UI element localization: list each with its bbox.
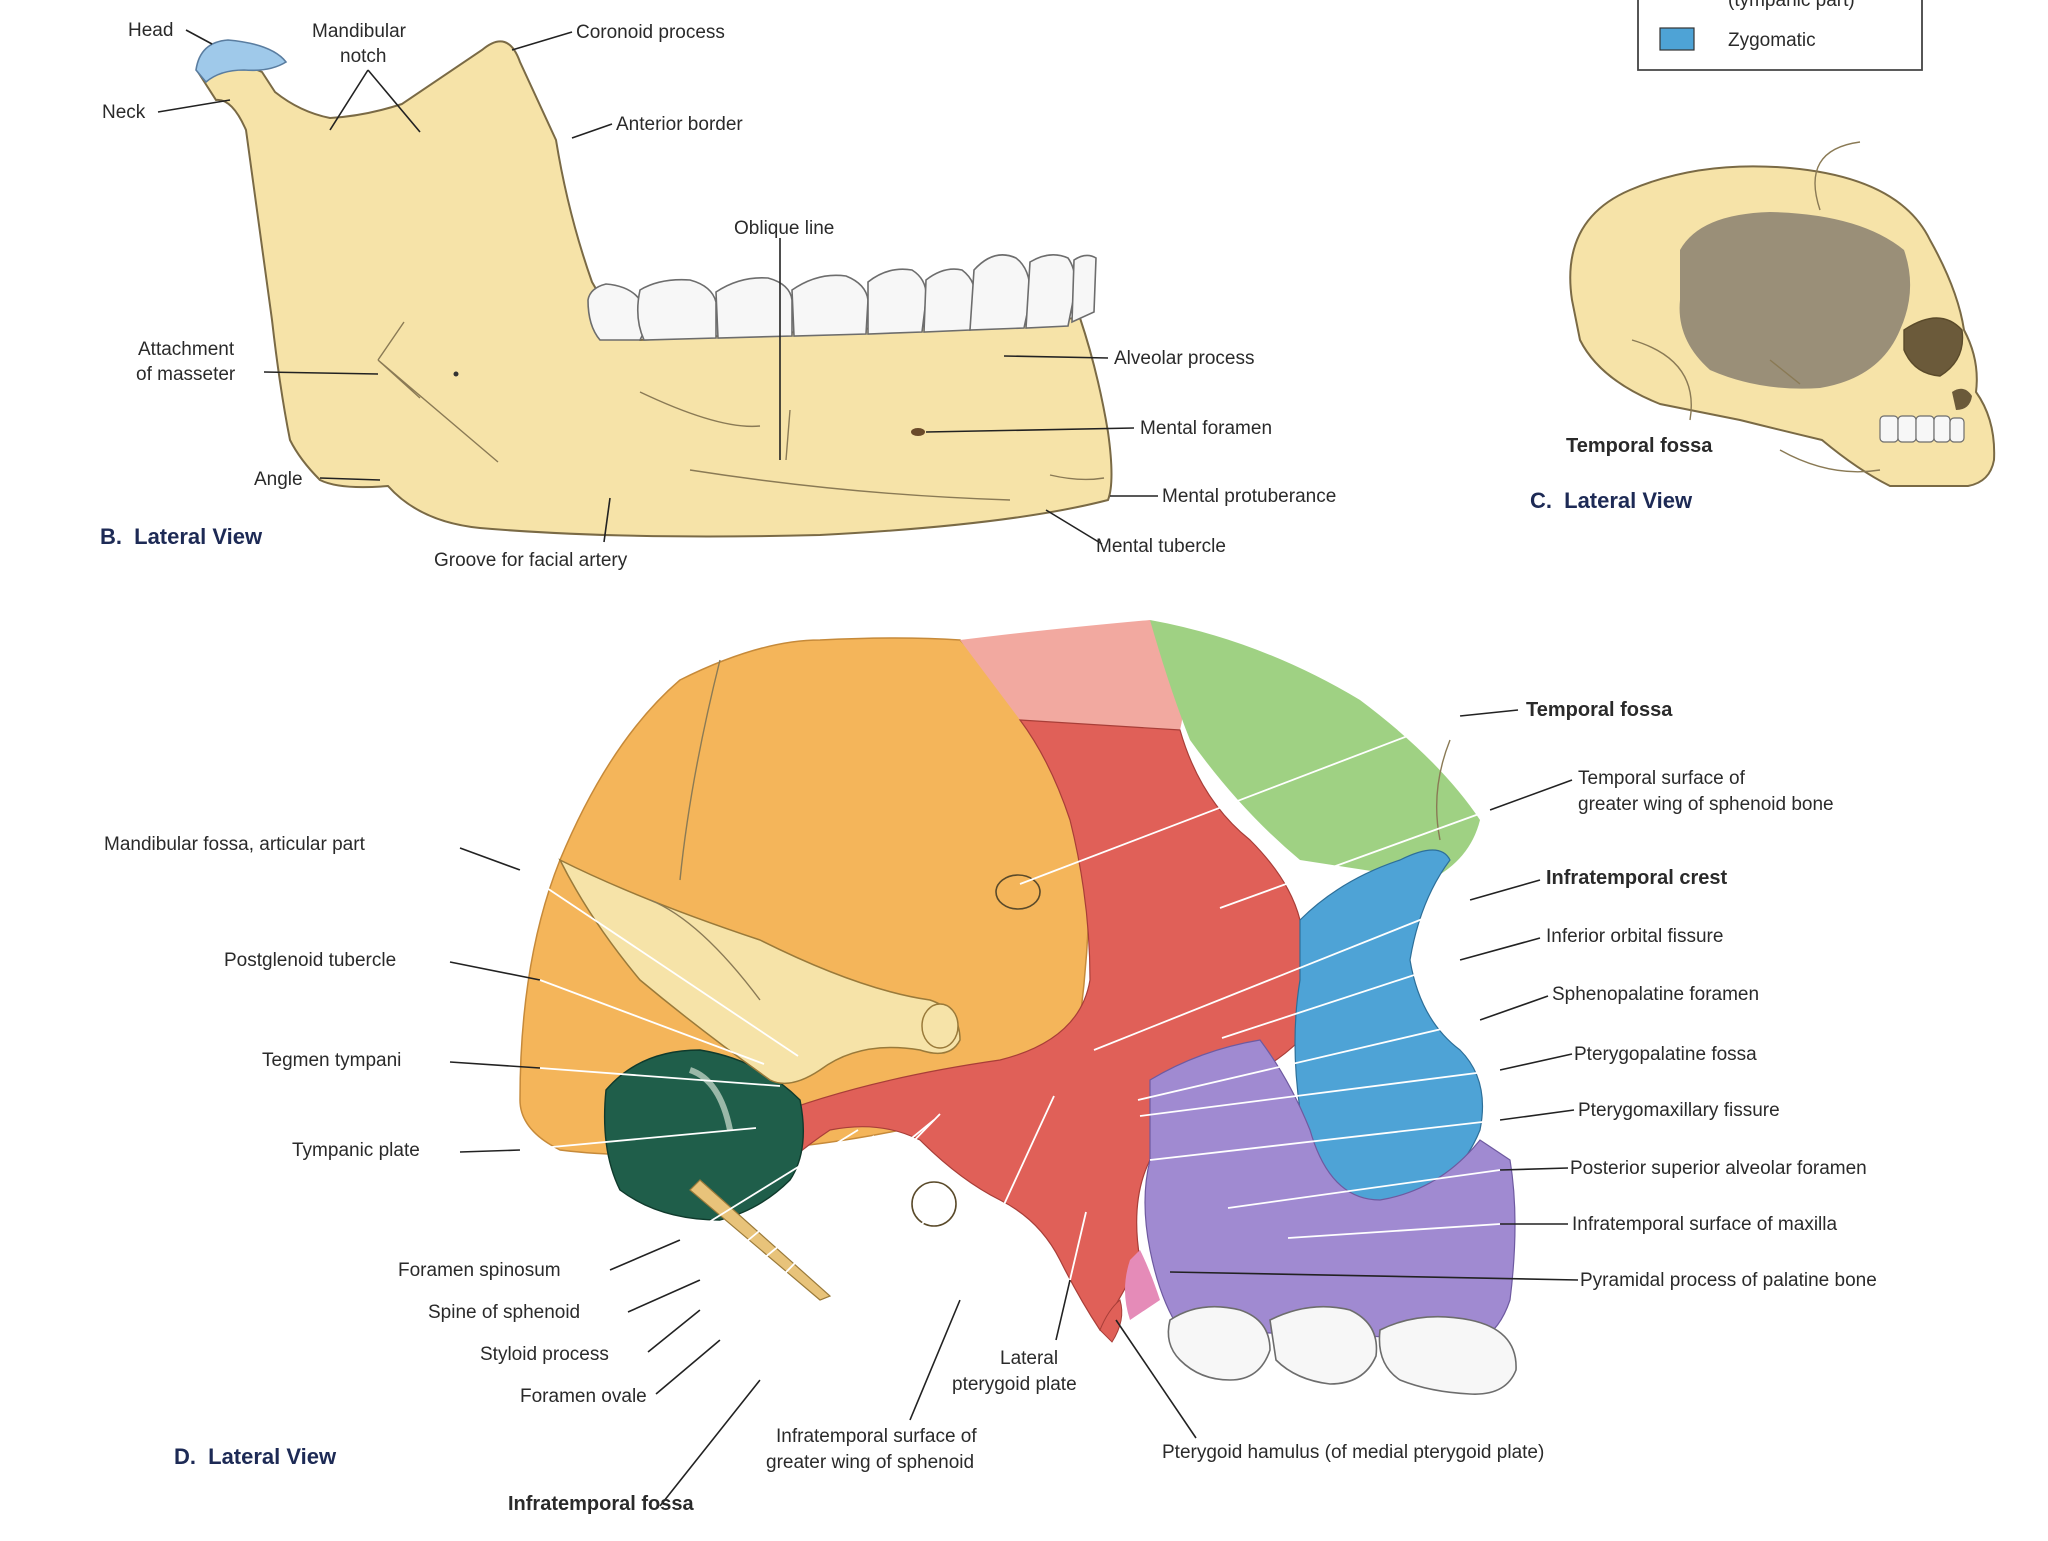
label-pterygomaxillary-fissure: Pterygomaxillary fissure [1578,1100,1780,1121]
temporal-fossa-marker [995,874,1041,910]
label-mental-protuberance: Mental protuberance [1162,486,1336,507]
lower-teeth [587,254,1097,341]
legend-partial-item: (tympanic part) [1728,0,1855,11]
label-lateral-pterygoid-2: pterygoid plate [952,1374,1077,1395]
label-oblique-line: Oblique line [734,218,834,239]
label-posterior-superior-alveolar: Posterior superior alveolar foramen [1570,1158,1867,1179]
label-temporal-surface-2: greater wing of sphenoid bone [1578,794,1834,815]
legend-box: (tympanic part) Zygomatic [1637,0,1923,71]
panel-c-letter: C. [1530,488,1552,513]
mandible-bone [196,40,1113,538]
label-mental-foramen: Mental foramen [1140,418,1272,439]
label-temporal-fossa: Temporal fossa [1526,699,1673,721]
label-infratemporal-crest: Infratemporal crest [1546,867,1728,889]
label-mental-tubercle: Mental tubercle [1096,536,1226,557]
panel-c-view-label: Lateral View [1564,488,1693,513]
label-head: Head [128,20,173,41]
panel-d-view-label: Lateral View [208,1444,337,1469]
panel-b-title: B. Lateral View [100,524,263,549]
label-pterygoid-hamulus: Pterygoid hamulus (of medial pterygoid p… [1162,1442,1544,1463]
panel-b-view-label: Lateral View [134,524,263,549]
zygomatic-arch [558,858,961,1085]
label-mandibular-fossa: Mandibular fossa, articular part [104,834,366,855]
infratemporal-fossa-marker [911,1181,957,1227]
frontal-green [1150,620,1480,880]
panel-c-skull: Temporal fossa C. Lateral View [1530,141,1996,513]
panel-c-temporal-fossa: Temporal fossa [1566,435,1713,457]
label-spine-of-sphenoid: Spine of sphenoid [428,1302,580,1323]
label-infratemporal-surface-gw-1: Infratemporal surface of [776,1426,977,1447]
condyle-head [195,39,288,84]
temporal-fossa-area [1679,212,1911,389]
legend-zygomatic-label: Zygomatic [1728,30,1816,51]
label-foramen-spinosum: Foramen spinosum [398,1260,561,1281]
label-neck: Neck [102,102,146,123]
label-infratemporal-fossa: Infratemporal fossa [508,1493,694,1515]
frontal-upper [960,620,1184,730]
label-lateral-pterygoid-1: Lateral [1000,1348,1058,1369]
upper-teeth-panel-d [1167,1305,1517,1395]
label-mandibular-notch-2: notch [340,46,386,67]
label-groove-facial-artery: Groove for facial artery [434,550,628,571]
maxilla-bone [1144,1039,1516,1341]
label-mandibular-notch-1: Mandibular [312,21,407,42]
zygomatic-swatch [1659,27,1695,51]
label-sphenopalatine-foramen: Sphenopalatine foramen [1552,984,1759,1005]
mental-foramen-mark [911,428,925,436]
label-postglenoid-tubercle: Postglenoid tubercle [224,950,396,971]
label-coronoid-process: Coronoid process [576,22,725,43]
label-infratemporal-surface-gw-2: greater wing of sphenoid [766,1452,974,1473]
label-angle: Angle [254,469,303,490]
panel-d-letter: D. [174,1444,196,1469]
panel-d-leaders [449,709,1579,1507]
label-infratemporal-surface-maxilla: Infratemporal surface of maxilla [1572,1214,1837,1235]
label-pterygopalatine-fossa: Pterygopalatine fossa [1574,1044,1757,1065]
panel-b-letter: B. [100,524,122,549]
label-inferior-orbital-fissure: Inferior orbital fissure [1546,926,1723,947]
label-styloid-process: Styloid process [480,1344,609,1365]
panel-d-region: Temporal fossa Temporal surface of great… [104,620,1877,1515]
tympanic-plate [603,1049,804,1221]
label-temporal-surface-1: Temporal surface of [1578,768,1746,789]
label-pyramidal-process: Pyramidal process of palatine bone [1580,1270,1877,1291]
label-foramen-ovale: Foramen ovale [520,1386,647,1407]
label-attachment-masseter-1: Attachment [138,339,235,360]
label-anterior-border: Anterior border [616,114,743,135]
label-attachment-masseter-2: of masseter [136,364,236,385]
label-tegmen-tympani: Tegmen tympani [262,1050,401,1071]
label-tympanic-plate: Tympanic plate [292,1140,420,1161]
panel-c-title: C. Lateral View [1530,488,1693,513]
panel-b-leaders [157,29,1158,545]
label-alveolar-process: Alveolar process [1114,348,1254,369]
panel-b-mandible: Head Mandibular notch Coronoid process N… [100,20,1336,571]
upper-teeth-skull [1879,415,1965,443]
panel-d-title: D. Lateral View [174,1444,337,1469]
